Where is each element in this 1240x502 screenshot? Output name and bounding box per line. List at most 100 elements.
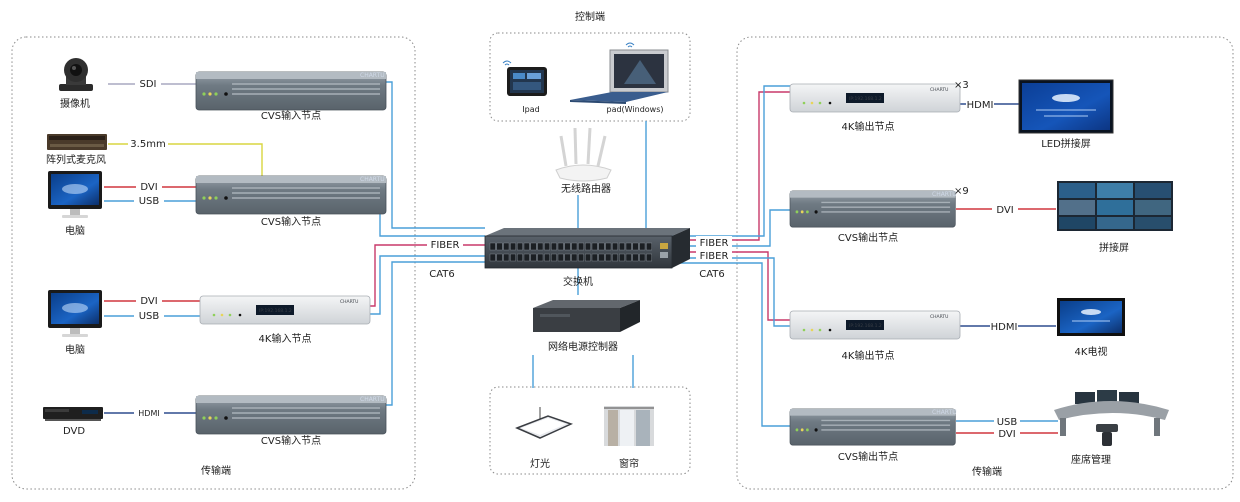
left-zone-label: 传输端 bbox=[201, 464, 231, 477]
multiplier-x9: ×9 bbox=[954, 186, 969, 197]
switch-port bbox=[503, 253, 510, 262]
pad-windows-label: pad(Windows) bbox=[606, 105, 663, 114]
label-dvi-out-2: DVI bbox=[998, 429, 1015, 440]
label-usb-2: USB bbox=[139, 311, 160, 322]
camera-label: 摄像机 bbox=[60, 97, 90, 110]
curtain-icon bbox=[604, 406, 654, 446]
label-usb-out: USB bbox=[997, 417, 1018, 428]
device-brand-text: CHARTU bbox=[360, 396, 385, 403]
control-zone-label: 控制端 bbox=[575, 10, 605, 23]
line-switch-o3-fiber bbox=[672, 251, 790, 321]
switch-port bbox=[639, 242, 646, 251]
switch-port bbox=[489, 253, 496, 262]
operator-desk-label: 座席管理 bbox=[1071, 453, 1111, 466]
label-dvi-out: DVI bbox=[996, 205, 1013, 216]
multiplier-x3: ×3 bbox=[954, 80, 969, 91]
switch-port bbox=[571, 253, 578, 262]
switch-port bbox=[625, 242, 632, 251]
switch-port bbox=[605, 242, 612, 251]
switch-port bbox=[591, 253, 598, 262]
label-fiber-left: FIBER bbox=[431, 240, 460, 251]
switch-port bbox=[625, 253, 632, 262]
switch-port bbox=[619, 253, 625, 262]
line-n1-switch bbox=[386, 81, 485, 229]
line-n3-fiber bbox=[370, 244, 485, 307]
led-wall-icon bbox=[1018, 79, 1114, 134]
dvd-label: DVD bbox=[63, 426, 85, 437]
label-usb-1: USB bbox=[139, 196, 160, 207]
switch-port bbox=[585, 242, 591, 251]
label-35mm: 3.5mm bbox=[130, 139, 165, 150]
4k-output-node-device: IP:192.168.1.2 CHARTU bbox=[789, 310, 961, 340]
label-dvi-1: DVI bbox=[140, 182, 157, 193]
switch-port bbox=[544, 242, 551, 251]
switch-port bbox=[578, 253, 585, 262]
line-n2-switch bbox=[379, 194, 485, 237]
computer-icon bbox=[48, 290, 102, 337]
switch-port bbox=[510, 242, 516, 251]
switch-port bbox=[591, 242, 598, 251]
device-brand-text: CHARTU bbox=[930, 314, 948, 320]
input-node-4-label: CVS输入节点 bbox=[261, 434, 321, 447]
device-brand-text: CHARTU bbox=[360, 176, 385, 183]
curtain-label: 窗帘 bbox=[619, 457, 639, 470]
label-dvi-2: DVI bbox=[140, 296, 157, 307]
ipad-label: Ipad bbox=[522, 105, 539, 114]
cvs-input-node-device: CHARTU bbox=[195, 71, 387, 111]
input-node-2-label: CVS输入节点 bbox=[261, 215, 321, 228]
device-brand-text: CHARTU bbox=[930, 87, 948, 93]
switch-port bbox=[578, 242, 585, 251]
switch-port bbox=[496, 242, 503, 251]
output-node-4-label: CVS输出节点 bbox=[838, 450, 898, 463]
video-wall-label: 拼接屏 bbox=[1099, 241, 1129, 254]
mic-array-icon bbox=[47, 134, 107, 150]
router-label: 无线路由器 bbox=[561, 182, 611, 195]
input-node-1-label: CVS输入节点 bbox=[261, 109, 321, 122]
light-label: 灯光 bbox=[530, 457, 550, 470]
4k-output-node-device: IP:192.168.1.2 CHARTU bbox=[789, 83, 961, 113]
cvs-input-node-device: CHARTU bbox=[195, 395, 387, 435]
switch-port bbox=[612, 242, 619, 251]
label-cat6-right: CAT6 bbox=[699, 269, 725, 280]
4k-input-node-device: IP:192.168.1.2 CHARTU bbox=[199, 295, 371, 325]
switch-port bbox=[632, 253, 639, 262]
switch-port bbox=[564, 242, 571, 251]
switch-port bbox=[510, 253, 516, 262]
switch-port bbox=[632, 242, 639, 251]
line-switch-o1-cat6 bbox=[672, 85, 790, 237]
output-node-1-label: 4K输出节点 bbox=[842, 120, 895, 133]
operator-desk-icon bbox=[1054, 390, 1169, 446]
device-brand-text: CHARTU bbox=[932, 191, 957, 198]
label-cat6-left: CAT6 bbox=[429, 269, 455, 280]
device-screen-text: IP:192.168.1.2 bbox=[849, 96, 882, 102]
dvd-player-icon bbox=[43, 407, 103, 421]
computer-icon bbox=[48, 171, 102, 218]
switch-port bbox=[537, 253, 544, 262]
switch-port bbox=[598, 242, 605, 251]
switch-port bbox=[585, 253, 591, 262]
line-switch-o4 bbox=[672, 262, 790, 427]
tv-4k-label: 4K电视 bbox=[1075, 345, 1108, 358]
led-wall-label: LED拼接屏 bbox=[1041, 137, 1091, 150]
switch-port bbox=[530, 242, 537, 251]
switch-port bbox=[557, 253, 564, 262]
label-hdmi-in: HDMI bbox=[138, 409, 159, 418]
computer-2-label: 电脑 bbox=[65, 343, 85, 356]
switch-label: 交换机 bbox=[563, 275, 593, 288]
switch-port bbox=[639, 253, 646, 262]
device-brand-text: CHARTU bbox=[932, 409, 957, 416]
cvs-output-node-device: CHARTU bbox=[789, 408, 957, 446]
computer-1-label: 电脑 bbox=[65, 224, 85, 237]
input-node-3-label: 4K输入节点 bbox=[259, 332, 312, 345]
tv-4k-icon bbox=[1057, 298, 1125, 336]
output-node-2-label: CVS输出节点 bbox=[838, 231, 898, 244]
network-switch-icon bbox=[484, 228, 690, 269]
device-screen-text: IP:192.168.1.2 bbox=[259, 308, 292, 314]
switch-port bbox=[646, 253, 653, 262]
switch-port bbox=[503, 242, 510, 251]
camera-icon bbox=[59, 58, 93, 91]
cvs-output-node-device: CHARTU bbox=[789, 190, 957, 228]
switch-port bbox=[496, 253, 503, 262]
switch-port bbox=[598, 253, 605, 262]
output-node-3-label: 4K输出节点 bbox=[842, 349, 895, 362]
